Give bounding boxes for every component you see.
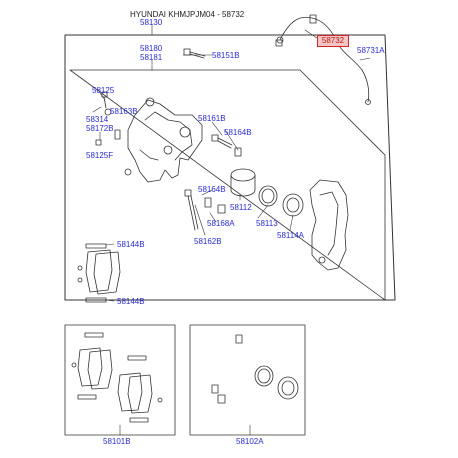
part-label-58151B[interactable]: 58151B xyxy=(212,51,240,60)
bleeder-part xyxy=(124,168,132,176)
part-label-58113[interactable]: 58113 xyxy=(256,219,278,228)
part-label-58731A[interactable]: 58731A xyxy=(357,46,385,55)
pad-set-part xyxy=(77,243,121,303)
part-label-58125F[interactable]: 58125F xyxy=(86,151,114,160)
part-label-58181[interactable]: 58181 xyxy=(140,53,163,62)
part-label-58168A[interactable]: 58168A xyxy=(207,219,235,228)
part-label-58125[interactable]: 58125 xyxy=(92,86,115,95)
part-label-58144B-upper[interactable]: 58144B xyxy=(117,240,145,249)
caliper-housing-part xyxy=(309,179,349,271)
part-label-58114A[interactable]: 58114A xyxy=(277,231,304,240)
part-label-58101B[interactable]: 58101B xyxy=(103,437,131,446)
pad-kit-frame xyxy=(64,324,176,436)
piston-part xyxy=(230,168,256,197)
small-bolt-part xyxy=(101,91,108,109)
part-label-58162B[interactable]: 58162B xyxy=(194,237,222,246)
caliper-assembly-frame xyxy=(64,34,396,301)
sleeve-part xyxy=(204,197,212,208)
diagram-header: HYUNDAI KHMJPJM04 - 58732 xyxy=(130,10,245,19)
dust-cap-part xyxy=(95,139,102,146)
part-label-58144B-lower[interactable]: 58144B xyxy=(117,297,145,306)
part-label-58164B-lower[interactable]: 58164B xyxy=(198,185,226,194)
part-label-58164B-upper[interactable]: 58164B xyxy=(224,128,252,137)
highlighted-part-58732[interactable]: 58732 xyxy=(317,35,349,47)
part-label-58180[interactable]: 58180 xyxy=(140,44,163,53)
part-label-58102A[interactable]: 58102A xyxy=(236,437,264,446)
pad-kit-parts xyxy=(71,332,163,423)
part-label-58112[interactable]: 58112 xyxy=(230,203,252,212)
seal-kit-parts xyxy=(211,334,299,404)
part-label-58172B[interactable]: 58172B xyxy=(86,124,114,133)
caliper-body-frame xyxy=(69,69,386,301)
brake-hose-part xyxy=(275,14,371,105)
guide-pin-part xyxy=(211,134,233,149)
bolt-part xyxy=(183,48,206,59)
leader-lines xyxy=(92,24,371,436)
lower-boot-part xyxy=(217,204,226,214)
guide-pin-boot-part xyxy=(114,129,121,140)
seal-kit-frame xyxy=(189,324,306,436)
lower-guide-pin-part xyxy=(184,189,199,231)
washer-part xyxy=(104,108,112,116)
part-label-58314[interactable]: 58314 xyxy=(86,115,109,124)
part-label-58163B[interactable]: 58163B xyxy=(110,107,138,116)
caliper-carrier-part xyxy=(127,97,203,183)
boot-part xyxy=(234,147,242,157)
piston-boot-part xyxy=(282,193,304,217)
piston-seal-part xyxy=(258,185,278,207)
part-label-58130[interactable]: 58130 xyxy=(140,18,163,27)
part-label-58161B[interactable]: 58161B xyxy=(198,114,226,123)
